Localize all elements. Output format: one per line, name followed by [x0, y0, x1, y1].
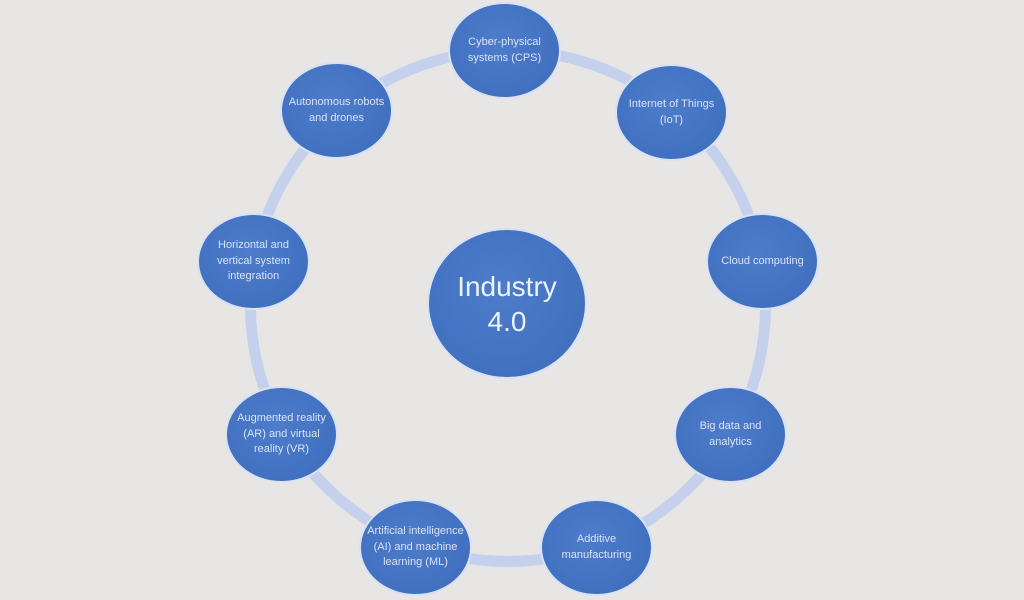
- node-label: Additive manufacturing: [542, 532, 651, 563]
- node-label-line: learning (ML): [383, 556, 448, 569]
- node-additive-manufacturing: Additive manufacturing: [540, 499, 653, 596]
- node-label-line: reality (VR): [253, 443, 309, 456]
- node-label: Artificial intelligence (AI) and machine…: [361, 524, 470, 570]
- node-label-line: (AR) and virtual: [243, 427, 320, 440]
- node-label-line: integration: [227, 270, 280, 283]
- node-label-line: manufacturing: [561, 548, 632, 561]
- node-ar-vr: Augmented reality (AR) and virtual reali…: [225, 386, 338, 483]
- node-industry-4-0: Industry 4.0: [427, 228, 587, 379]
- node-label: Horizontal and vertical system integrati…: [199, 238, 308, 284]
- node-label-line: Cyber-physical: [468, 36, 541, 49]
- node-label: Industry 4.0: [429, 269, 585, 339]
- node-label-line: vertical system: [217, 254, 290, 267]
- node-system-integration: Horizontal and vertical system integrati…: [197, 213, 310, 310]
- node-label-line: and drones: [308, 111, 365, 124]
- node-cyber-physical-systems: Cyber-physical systems (CPS): [448, 2, 561, 99]
- node-label-line: Additive: [576, 533, 617, 546]
- node-label-line: Augmented reality: [237, 412, 326, 425]
- node-autonomous-robots: Autonomous robots and drones: [280, 62, 393, 159]
- node-label-line: Internet of Things: [628, 98, 715, 111]
- node-label-line: (IoT): [659, 113, 684, 126]
- node-label: Augmented reality (AR) and virtual reali…: [227, 411, 336, 457]
- node-ai-machine-learning: Artificial intelligence (AI) and machine…: [359, 499, 472, 596]
- node-label-line: 4.0: [487, 305, 527, 337]
- node-label: Big data and analytics: [676, 419, 785, 450]
- node-label-line: systems (CPS): [467, 51, 542, 64]
- node-big-data-analytics: Big data and analytics: [674, 386, 787, 483]
- node-label-line: (AI) and machine: [373, 540, 458, 553]
- node-label: Internet of Things (IoT): [617, 97, 726, 128]
- node-label: Autonomous robots and drones: [282, 95, 391, 126]
- node-label: Cloud computing: [708, 254, 817, 269]
- node-label-line: Horizontal and: [218, 239, 289, 252]
- node-label-line: Autonomous robots: [288, 96, 385, 109]
- node-label-line: Cloud computing: [721, 254, 804, 267]
- node-internet-of-things: Internet of Things (IoT): [615, 64, 728, 161]
- node-label-line: Industry: [457, 270, 557, 302]
- node-label-line: Artificial intelligence: [367, 525, 464, 538]
- node-label-line: Big data and analytics: [699, 420, 762, 448]
- node-cloud-computing: Cloud computing: [706, 213, 819, 310]
- node-label: Cyber-physical systems (CPS): [450, 35, 559, 66]
